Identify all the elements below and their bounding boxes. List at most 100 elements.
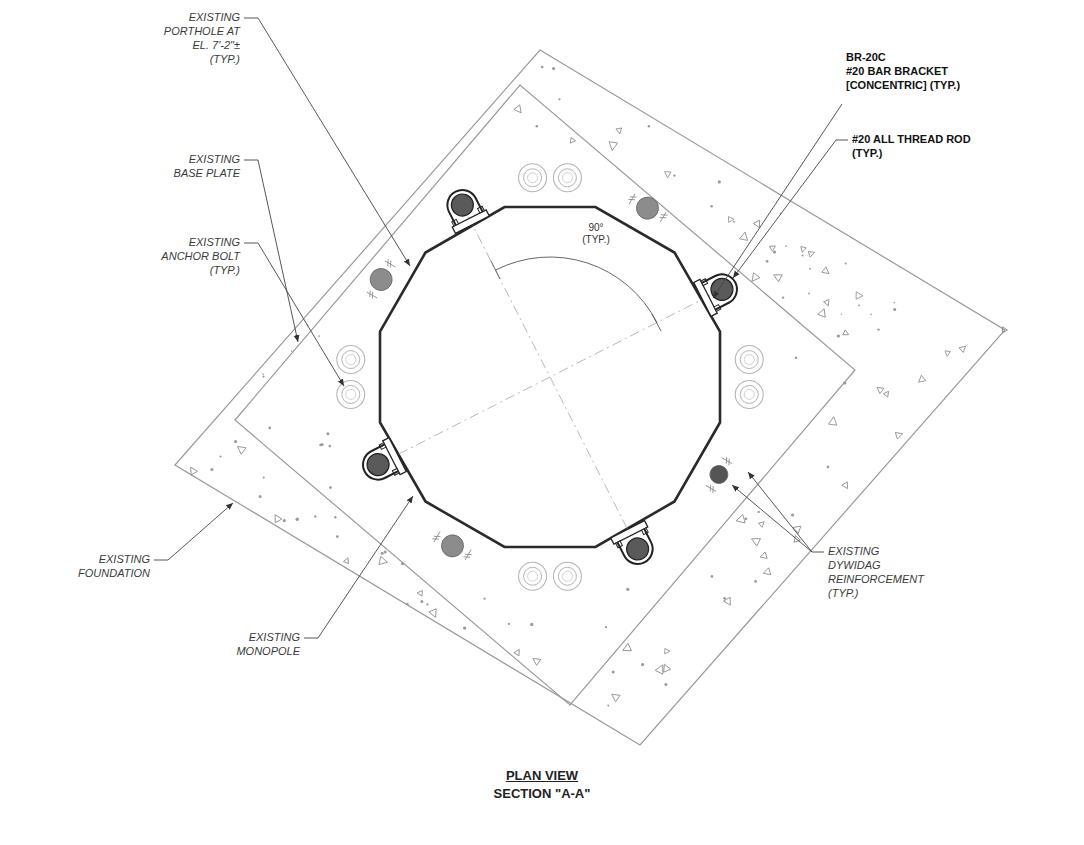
aggregate-dot — [802, 255, 804, 257]
aggregate-triangle — [750, 535, 761, 546]
leader-line — [304, 496, 413, 638]
dywidag-mark — [660, 212, 666, 222]
aggregate-dot — [463, 626, 466, 629]
anchor-bolt — [735, 346, 763, 374]
u-strap — [358, 444, 398, 484]
aggregate-dot — [877, 328, 879, 330]
dywidag-mark — [628, 197, 635, 203]
aggregate-dot — [648, 125, 650, 127]
anchor-bolt-nut — [558, 169, 576, 187]
aggregate-dot — [401, 562, 404, 565]
concrete-hatch — [188, 66, 1008, 707]
aggregate-dot — [758, 511, 760, 513]
anchor-bolt — [337, 346, 365, 374]
anchor-bolt-rod — [346, 389, 356, 399]
aggregate-dot — [791, 513, 794, 516]
center-line — [390, 295, 711, 458]
dywidag-mark — [629, 194, 635, 204]
anchor-bolt-rod — [528, 571, 538, 581]
callout-label: EXISTING BASE PLATE — [164, 152, 240, 180]
monopole-outline — [380, 207, 720, 547]
dywidag-mark — [432, 536, 439, 542]
leader-line — [244, 243, 344, 386]
aggregate-dot — [508, 623, 510, 625]
aggregate-dot — [641, 663, 644, 666]
u-strap — [442, 185, 482, 225]
aggregate-dot — [314, 515, 316, 517]
dywidag-mark — [724, 457, 730, 464]
aggregate-triangle — [417, 590, 423, 596]
aggregate-triangle — [272, 513, 282, 523]
aggregate-dot — [723, 597, 726, 600]
aggregate-dot — [607, 705, 609, 707]
aggregate-dot — [336, 535, 339, 538]
dywidag-mark — [710, 486, 716, 493]
foundation-outline — [175, 50, 1005, 745]
dywidag-mark — [434, 534, 441, 540]
anchor-bolt-rod — [346, 355, 356, 365]
aggregate-dot — [837, 334, 840, 337]
aggregate-triangle — [824, 300, 831, 307]
leader-line — [733, 140, 848, 278]
dywidag-mark — [659, 215, 666, 221]
aggregate-dot — [718, 180, 721, 183]
aggregate-dot — [329, 445, 332, 448]
aggregate-triangle — [664, 172, 671, 178]
aggregate-triangle — [429, 609, 439, 619]
dywidag-mark — [434, 532, 440, 542]
aggregate-dot — [795, 357, 798, 360]
dywidag-mark — [385, 259, 391, 266]
aggregate-triangle — [800, 247, 807, 253]
dywidag-bar — [361, 256, 401, 303]
aggregate-triangle — [959, 344, 968, 353]
angle-dimension: 90° (TYP.) — [574, 222, 618, 246]
dywidag-mark — [388, 261, 394, 268]
aggregate-triangle — [883, 390, 890, 397]
aggregate-dot — [326, 432, 329, 435]
dywidag-mark — [465, 550, 471, 560]
bar-brackets — [356, 183, 744, 571]
aggregate-triangle — [916, 375, 925, 385]
callout-label: EXISTING DYWIDAG REINFORCEMENT (TYP.) — [828, 544, 928, 600]
aggregate-triangle — [749, 273, 760, 284]
aggregate-dot — [536, 125, 539, 128]
leader-line — [713, 104, 842, 298]
dywidag-mark — [463, 554, 470, 560]
aggregate-dot — [733, 221, 735, 223]
aggregate-triangle — [608, 142, 618, 151]
anchor-bolt-nut — [740, 351, 758, 369]
aggregate-dot — [268, 427, 271, 430]
aggregate-triangle — [531, 655, 541, 665]
aggregate-dot — [893, 308, 896, 311]
aggregate-dot — [845, 262, 847, 264]
dywidag-mark — [367, 292, 377, 298]
aggregate-triangle — [616, 128, 623, 134]
aggregate-triangle — [724, 597, 734, 607]
anchor-bolt — [553, 164, 581, 192]
aggregate-dot — [420, 600, 423, 603]
aggregate-triangle — [740, 231, 749, 240]
dywidag-mark — [370, 292, 376, 299]
section-label: SECTION "A-A" — [442, 786, 642, 802]
bar-bracket — [356, 438, 406, 489]
aggregate-dot — [782, 296, 784, 298]
aggregate-dot — [552, 67, 555, 70]
aggregate-triangle — [875, 385, 884, 394]
aggregate-dot — [296, 518, 299, 521]
aggregate-dot — [894, 302, 896, 304]
anchor-bolt — [337, 380, 365, 408]
all-thread-rod — [448, 190, 478, 220]
aggregate-dot — [858, 304, 860, 306]
aggregate-dot — [329, 486, 332, 489]
aggregate-dot — [711, 575, 714, 578]
aggregate-dot — [785, 245, 787, 247]
anchor-bolt-nut — [740, 385, 758, 403]
leader-lines — [154, 18, 848, 638]
aggregate-dot — [259, 495, 262, 498]
aggregate-dot — [318, 335, 320, 337]
aggregate-triangle — [568, 137, 575, 144]
aggregate-dot — [673, 174, 675, 176]
anchor-bolt-rod — [528, 173, 538, 183]
